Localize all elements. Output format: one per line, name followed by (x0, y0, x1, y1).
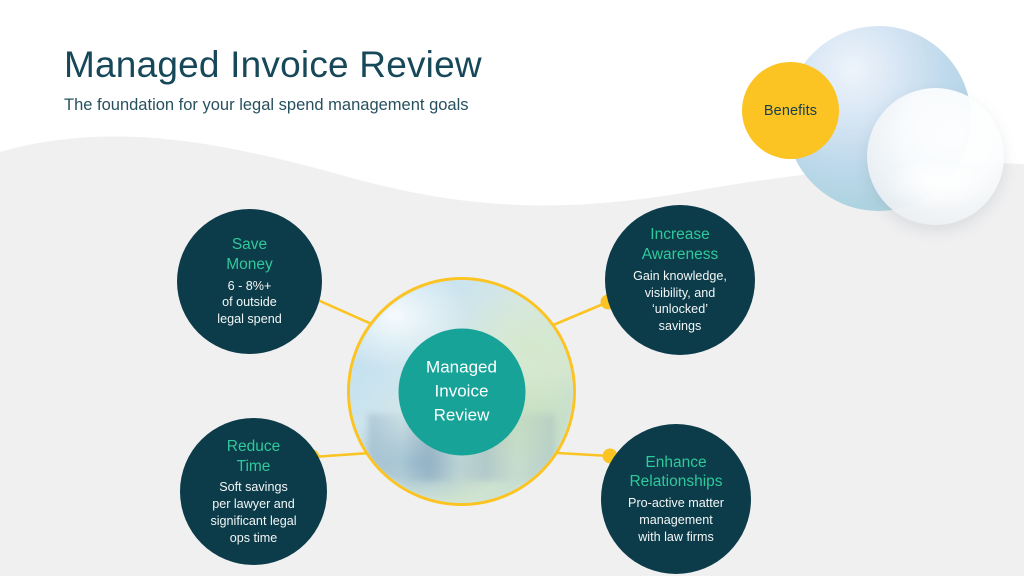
benefit-title: Reduce Time (226, 437, 281, 475)
center-hub: Managed Invoice Review (347, 277, 576, 506)
page-subtitle: The foundation for your legal spend mana… (64, 95, 469, 114)
benefit-bubble-save-money[interactable]: Save Money 6 - 8%+ of outside legal spen… (177, 209, 322, 354)
benefit-body: Pro-active matter management with law fi… (628, 496, 724, 544)
benefit-body: Soft savings per lawyer and significant … (210, 480, 297, 545)
benefit-bubble-enhance-relationships[interactable]: Enhance Relationships Pro-active matter … (601, 424, 751, 574)
benefit-title: Save Money (226, 236, 273, 273)
benefit-bubble-reduce-time[interactable]: Reduce Time Soft savings per lawyer and … (180, 418, 327, 565)
benefit-body: Gain knowledge, visibility, and ‘unlocke… (633, 268, 727, 334)
benefit-bubble-increase-awareness[interactable]: Increase Awareness Gain knowledge, visib… (605, 205, 755, 355)
benefit-title: Increase Awareness (641, 226, 719, 264)
hub-core-label: Managed Invoice Review (426, 357, 497, 425)
benefit-title: Enhance Relationships (629, 453, 723, 491)
page-title: Managed Invoice Review (64, 44, 482, 85)
hub-core-circle: Managed Invoice Review (398, 328, 525, 455)
slide-header: Managed Invoice Review The foundation fo… (64, 44, 704, 115)
benefit-body: 6 - 8%+ of outside legal spend (217, 278, 282, 327)
